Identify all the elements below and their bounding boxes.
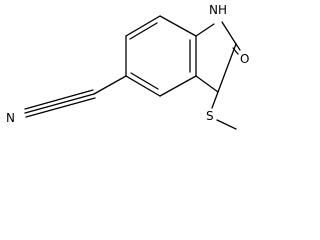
bond-s-ch3: [216, 119, 237, 130]
atom-label-n: N: [6, 111, 15, 125]
bond-c2-o-double: [232, 47, 239, 55]
bond-cn-triple-a: [24, 93, 95, 114]
bond-c7-c6: [125, 15, 161, 37]
bond-c7a-n1: [195, 23, 215, 37]
bond-c2-o: [235, 43, 241, 51]
bond-c5-c4: [125, 75, 161, 97]
bond-cn-triple-b: [24, 89, 94, 110]
atom-label-s: S: [206, 109, 214, 123]
atom-label-o: O: [240, 52, 249, 66]
bond-cn-triple-c: [25, 97, 96, 118]
atom-label-nh: NH: [209, 3, 227, 17]
bond-c2-c3: [217, 43, 237, 93]
bond-c7a-c7: [159, 15, 197, 37]
bond-c3-s: [211, 91, 219, 109]
bond-c5-cn: [93, 75, 127, 95]
bond-c3-c3a: [195, 75, 219, 93]
chemical-structure-diagram: NH O S N: [6, 3, 249, 130]
bond-n1-c2: [221, 21, 237, 45]
bond-c6-c6-double: [129, 22, 158, 40]
bond-c4-c3a: [159, 75, 197, 97]
bond-c5-c4-double: [130, 72, 159, 90]
